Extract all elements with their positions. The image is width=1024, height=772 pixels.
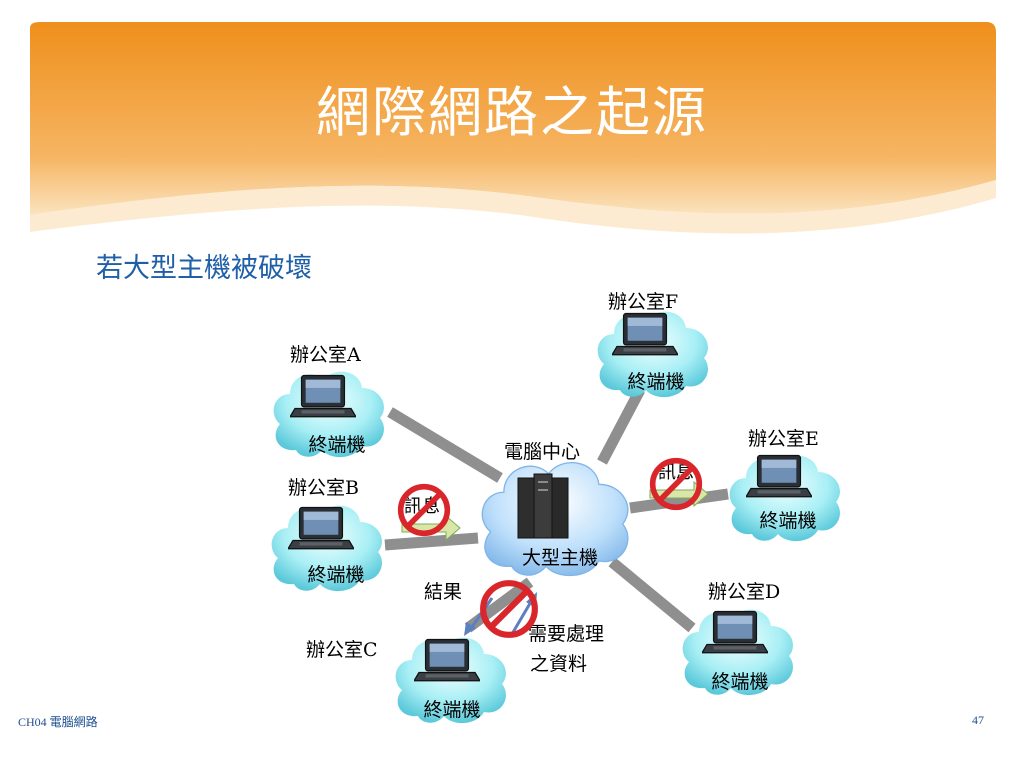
network-links [384,387,729,633]
office-d-label: 辦公室D [708,581,780,603]
page-number: 47 [972,713,984,727]
result-label: 結果 [424,581,462,603]
office-f-terminal: 終端機 [627,371,684,393]
office-b: 辦公室B 終端機 [271,477,382,592]
center-bottom-label: 大型主機 [522,547,598,569]
office-e-terminal: 終端機 [759,510,816,532]
data-arrow [510,599,534,635]
center-cloud: 電腦中心 大型主機 [481,441,629,577]
slide-subtitle: 若大型主機被破壞 [96,253,312,284]
header-band [30,22,996,215]
office-d-terminal: 終端機 [711,671,768,693]
office-c-label: 辦公室C [306,639,378,661]
office-a: 辦公室A 終端機 [273,344,384,458]
link-e [629,488,729,514]
link-b [384,532,479,551]
footer-chapter: CH04 電腦網路 [18,715,98,729]
office-c: 辦公室C 終端機 [306,637,506,724]
office-f-label: 辦公室F [608,291,678,313]
link-d [608,557,696,633]
data-label-line2: 之資料 [530,653,587,675]
office-e-label: 辦公室E [748,428,819,450]
office-c-terminal: 終端機 [423,699,480,721]
data-label-line1: 需要處理 [528,623,604,645]
center-top-label: 電腦中心 [504,441,580,463]
office-e: 辦公室E 終端機 [729,428,840,542]
link-f [597,387,645,465]
office-a-label: 辦公室A [290,344,361,366]
slide-title: 網際網路之起源 [316,81,708,144]
link-a [387,407,503,483]
office-a-terminal: 終端機 [308,434,365,456]
office-d: 辦公室D 終端機 [682,581,793,696]
header-wave [30,180,996,234]
office-b-label: 辦公室B [288,477,359,499]
mainframe-server-icon [517,473,569,539]
office-b-terminal: 終端機 [307,564,364,586]
office-f: 辦公室F 終端機 [597,291,708,398]
